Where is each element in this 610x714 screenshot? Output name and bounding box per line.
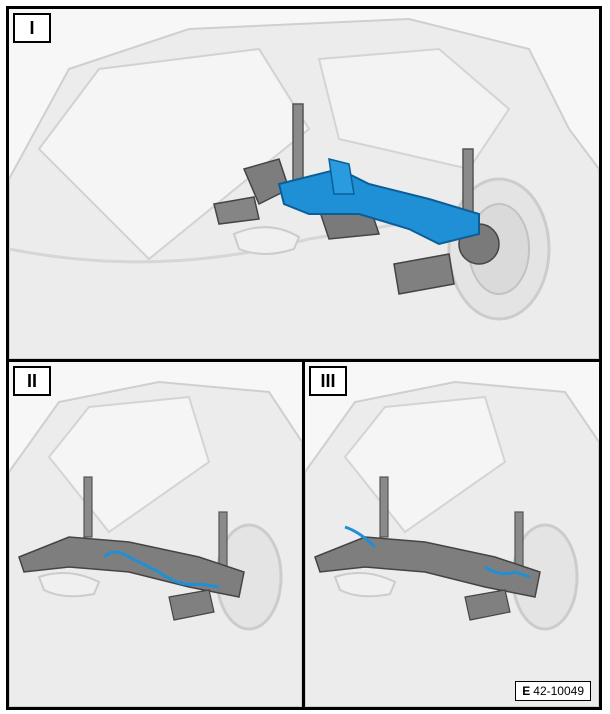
panel-1-illustration [9,17,599,359]
figure-code-number: 42-10049 [533,684,584,698]
panel-1: I [9,9,599,362]
panel-3-illustration [305,380,599,707]
figure-code-prefix: E [522,684,531,698]
panel-2: II [9,362,305,707]
panel-2-illustration [9,380,302,707]
panel-2-label: II [13,366,51,396]
panel-3-label: III [309,366,347,396]
figure-frame: I II [6,6,602,710]
panel-1-label: I [13,13,51,43]
